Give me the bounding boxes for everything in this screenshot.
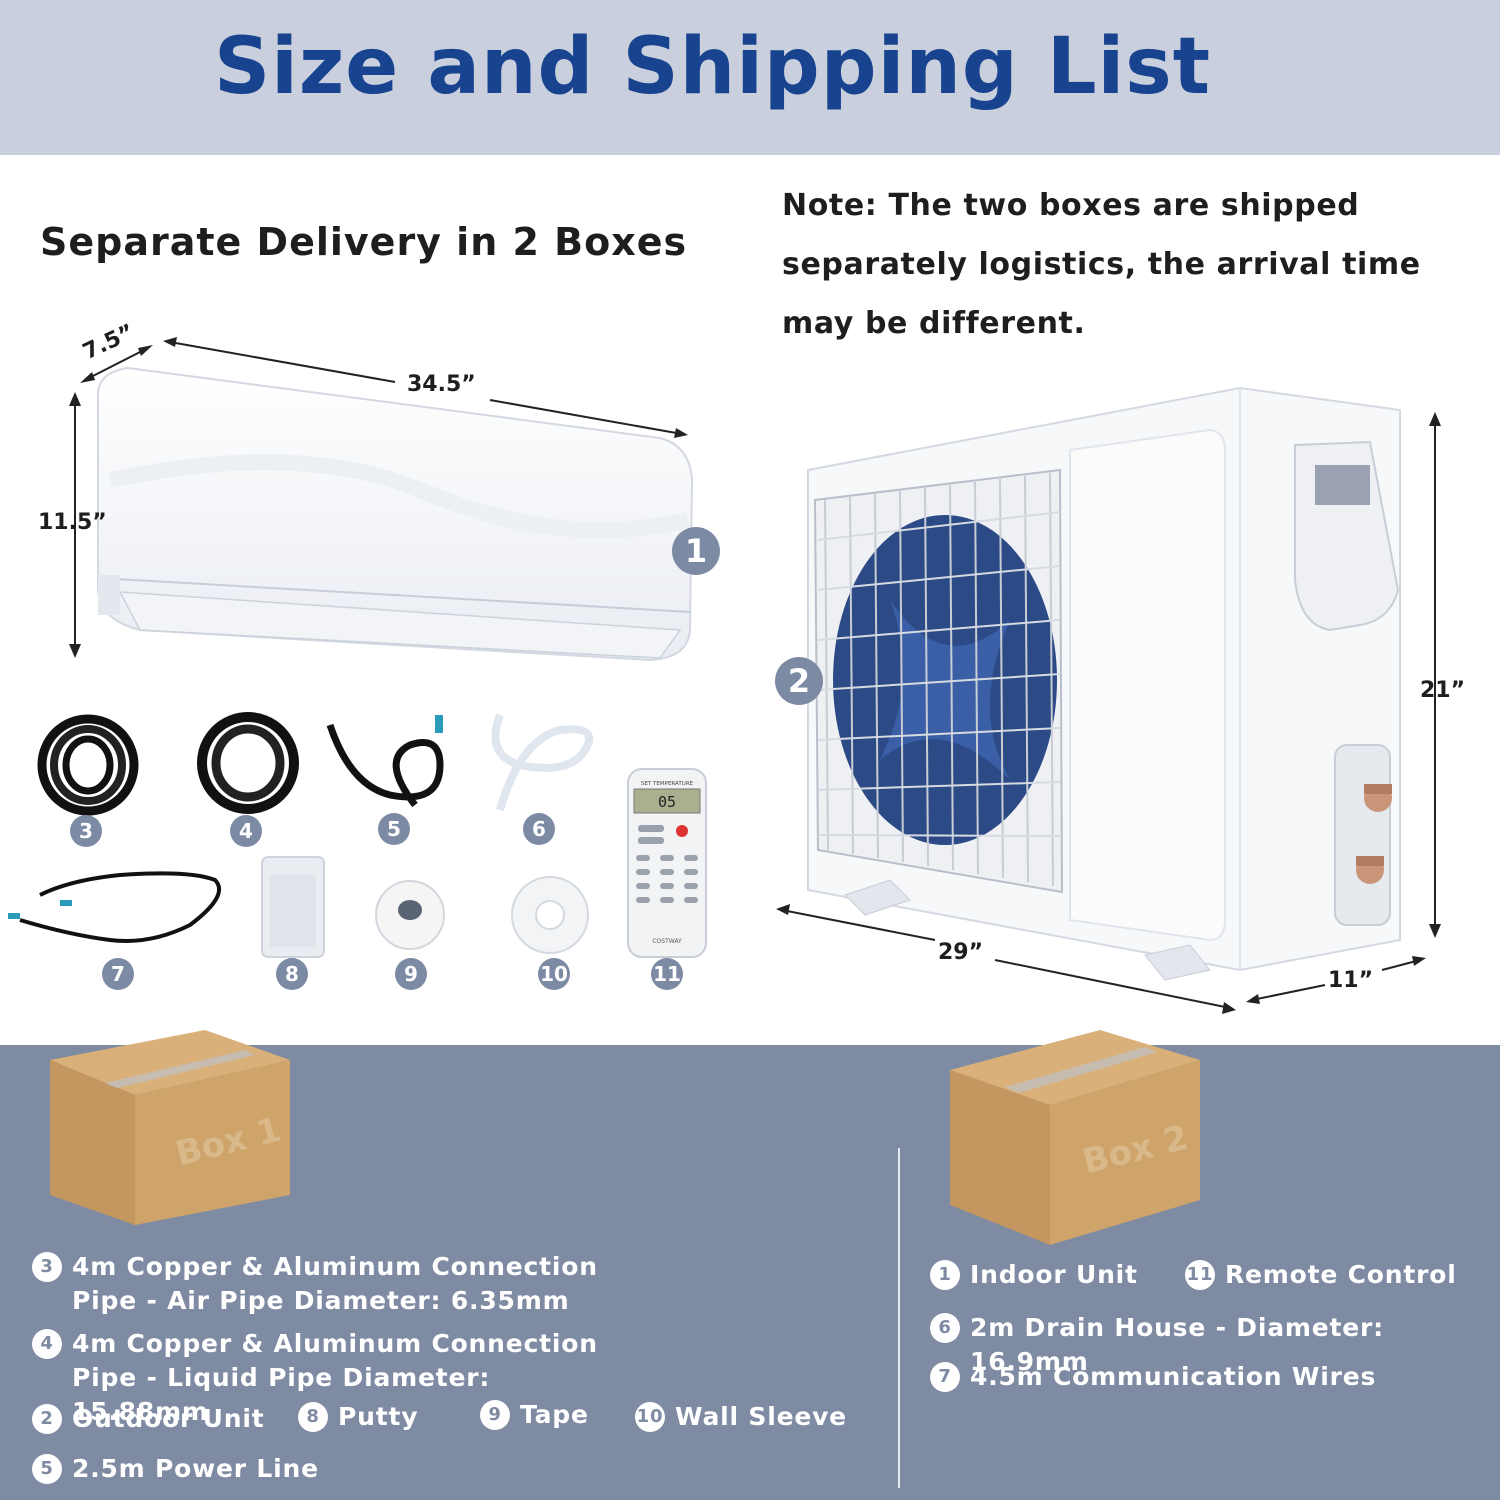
item-number-badge: 3 — [32, 1252, 62, 1282]
item-text: 4m Copper & Aluminum Connection Pipe - A… — [72, 1252, 598, 1315]
accessory-badge: 4 — [230, 815, 262, 847]
accessory-badge: 8 — [276, 958, 308, 990]
header-banner: Size and Shipping List — [0, 0, 1500, 155]
outdoor-unit-badge: 2 — [775, 657, 823, 705]
box-2-item: 11 Remote Control — [1185, 1258, 1457, 1292]
box-1-item: 10 Wall Sleeve — [635, 1400, 847, 1434]
accessory-badge: 11 — [651, 958, 683, 990]
item-text: 4.5m Communication Wires — [970, 1362, 1377, 1391]
item-text: Remote Control — [1225, 1260, 1457, 1289]
outdoor-height-label: 21” — [1420, 678, 1466, 703]
box-2-item: 7 4.5m Communication Wires — [930, 1360, 1376, 1394]
item-number-badge: 11 — [1185, 1260, 1215, 1290]
box-1-image — [50, 1030, 290, 1225]
accessory-badge: 6 — [523, 813, 555, 845]
accessory-images-row1 — [37, 712, 594, 816]
accessory-badge: 3 — [70, 815, 102, 847]
item-text: Outdoor Unit — [72, 1404, 265, 1433]
remote-control-image: SET TEMPERATURE 05 COSTWAY — [627, 768, 707, 958]
accessory-badge: 7 — [102, 958, 134, 990]
item-text: 2.5m Power Line — [72, 1454, 319, 1483]
box-1-item: 5 2.5m Power Line — [32, 1452, 319, 1486]
copper-pipe-liquid-image — [197, 712, 299, 814]
indoor-width-label: 34.5” — [407, 372, 476, 397]
outdoor-unit-illustration — [776, 386, 1441, 1014]
box-1-item: 3 4m Copper & Aluminum Connection Pipe -… — [32, 1250, 632, 1318]
item-text: Wall Sleeve — [675, 1402, 847, 1431]
remote-brand-text: COSTWAY — [652, 938, 682, 945]
indoor-unit-badge: 1 — [672, 527, 720, 575]
putty-image — [261, 856, 325, 958]
box-2-item: 6 2m Drain House - Diameter: 16.9mm — [930, 1311, 1500, 1379]
page-title: Size and Shipping List — [213, 22, 1212, 112]
box-divider — [898, 1148, 900, 1488]
accessory-badge: 9 — [395, 958, 427, 990]
item-number-badge: 5 — [32, 1454, 62, 1484]
item-number-badge: 2 — [32, 1404, 62, 1434]
box-1-item: 2 Outdoor Unit — [32, 1402, 265, 1436]
item-number-badge: 8 — [298, 1402, 328, 1432]
item-number-badge: 6 — [930, 1313, 960, 1343]
indoor-height-label: 11.5” — [38, 510, 107, 535]
communication-wires-image — [8, 871, 221, 943]
item-text: Tape — [520, 1400, 589, 1429]
shipping-note: Note: The two boxes are shipped separate… — [782, 188, 1421, 341]
box-1-item: 9 Tape — [480, 1398, 589, 1432]
item-text: Putty — [338, 1402, 419, 1431]
item-number-badge: 1 — [930, 1260, 960, 1290]
copper-pipe-air-image — [37, 714, 139, 816]
box-1-item: 4 4m Copper & Aluminum Connection Pipe -… — [32, 1327, 632, 1429]
outdoor-width-label: 29” — [938, 940, 984, 965]
accessory-badge: 10 — [538, 958, 570, 990]
item-text: Indoor Unit — [970, 1260, 1138, 1289]
item-number-badge: 7 — [930, 1362, 960, 1392]
delivery-subtitle: Separate Delivery in 2 Boxes — [40, 220, 688, 264]
svg-text:05: 05 — [658, 793, 676, 811]
item-number-badge: 4 — [32, 1329, 62, 1359]
tape-image — [375, 880, 445, 950]
item-number-badge: 9 — [480, 1400, 510, 1430]
item-text: 2m Drain House - Diameter: 16.9mm — [970, 1313, 1384, 1376]
box-1-item: 8 Putty — [298, 1400, 418, 1434]
accessory-badge: 5 — [378, 813, 410, 845]
outdoor-depth-label: 11” — [1328, 968, 1374, 993]
indoor-unit-illustration — [69, 337, 694, 662]
power-line-image — [326, 715, 444, 808]
box-2-image — [950, 1030, 1200, 1245]
drain-hose-image — [491, 713, 594, 812]
item-text: 4m Copper & Aluminum Connection Pipe - L… — [72, 1329, 598, 1426]
box-2-item: 1 Indoor Unit — [930, 1258, 1138, 1292]
item-number-badge: 10 — [635, 1402, 665, 1432]
remote-top-label: SET TEMPERATURE — [641, 781, 694, 787]
wall-sleeve-image — [511, 876, 589, 954]
accessory-images-row2 — [8, 856, 589, 958]
